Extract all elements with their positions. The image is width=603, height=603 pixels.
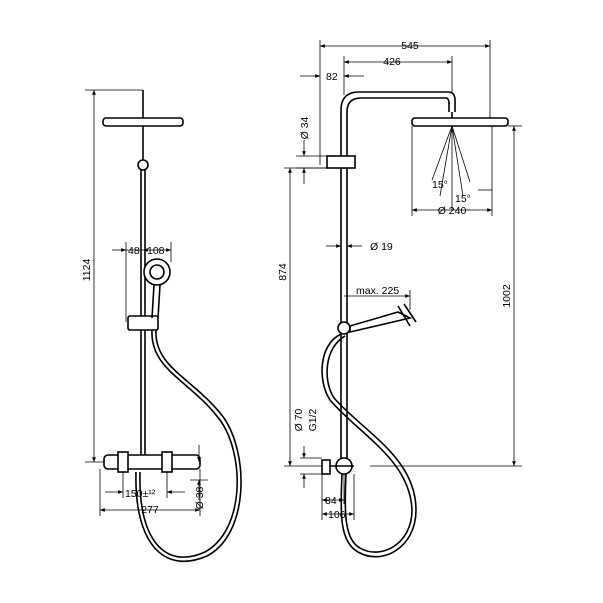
front-thermostat xyxy=(103,451,201,473)
dim-d34: Ø 34 xyxy=(296,116,327,184)
dim-874: 874 xyxy=(277,167,327,467)
dim-48-108: 48 108 xyxy=(112,242,172,322)
side-riser xyxy=(340,91,456,468)
dim-max-225-label: max. 225 xyxy=(356,285,399,297)
front-hose xyxy=(139,329,238,558)
side-hand-shower xyxy=(337,303,417,335)
dim-d19-label: Ø 19 xyxy=(370,241,393,253)
side-shower-head xyxy=(411,112,509,127)
front-hand-shower xyxy=(143,258,171,319)
dim-150: 150±¹² xyxy=(105,472,185,500)
dim-48-label: 48 xyxy=(128,245,140,257)
dim-1124: 1124 xyxy=(81,89,143,463)
dim-426: 426 xyxy=(343,56,453,95)
dim-545-label: 545 xyxy=(401,40,419,52)
dim-d70-g12: Ø 70 G1/2 xyxy=(293,408,322,488)
dim-277: 277 xyxy=(99,469,201,516)
angle-left-label: 15° xyxy=(432,179,448,191)
side-wall-bracket xyxy=(326,155,356,169)
dim-82-label: 82 xyxy=(326,71,338,83)
dim-84-label: 84 xyxy=(325,495,337,507)
dim-g12-label: G1/2 xyxy=(307,408,319,431)
dim-545: 545 xyxy=(319,40,491,165)
angle-right-label: 15° xyxy=(455,193,471,205)
dim-106-label: 106 xyxy=(328,509,346,521)
dim-426-label: 426 xyxy=(383,56,401,68)
dim-82: 82 xyxy=(300,71,364,83)
dim-d240: Ø 240 xyxy=(411,126,493,217)
dim-d70-label: Ø 70 xyxy=(293,408,305,431)
dim-150-label: 150±¹² xyxy=(125,488,156,500)
front-shower-head xyxy=(102,90,184,171)
dim-277-label: 277 xyxy=(141,504,159,516)
dim-max-225: max. 225 xyxy=(344,285,411,310)
dim-d19: Ø 19 xyxy=(326,241,393,253)
dim-1002: 1002 xyxy=(370,125,522,467)
front-view: 1124 48 108 150±¹² 277 xyxy=(81,89,242,562)
side-hose xyxy=(321,333,413,553)
dim-d240-label: Ø 240 xyxy=(438,205,467,217)
side-thermostat xyxy=(321,457,354,475)
dim-874-label: 874 xyxy=(277,263,289,281)
dim-1002-label: 1002 xyxy=(501,284,513,308)
side-view: 15° 15° 545 xyxy=(277,40,522,558)
dim-1124-label: 1124 xyxy=(81,259,93,282)
dim-d38-label: Ø 38 xyxy=(194,486,206,509)
dim-d34-label: Ø 34 xyxy=(299,116,311,139)
side-spray-angle: 15° 15° xyxy=(431,125,492,210)
front-riser-rod xyxy=(127,170,159,456)
dim-108-label: 108 xyxy=(147,245,165,257)
dim-d38: Ø 38 xyxy=(190,445,208,509)
dim-84-106: 84 106 xyxy=(321,474,355,521)
